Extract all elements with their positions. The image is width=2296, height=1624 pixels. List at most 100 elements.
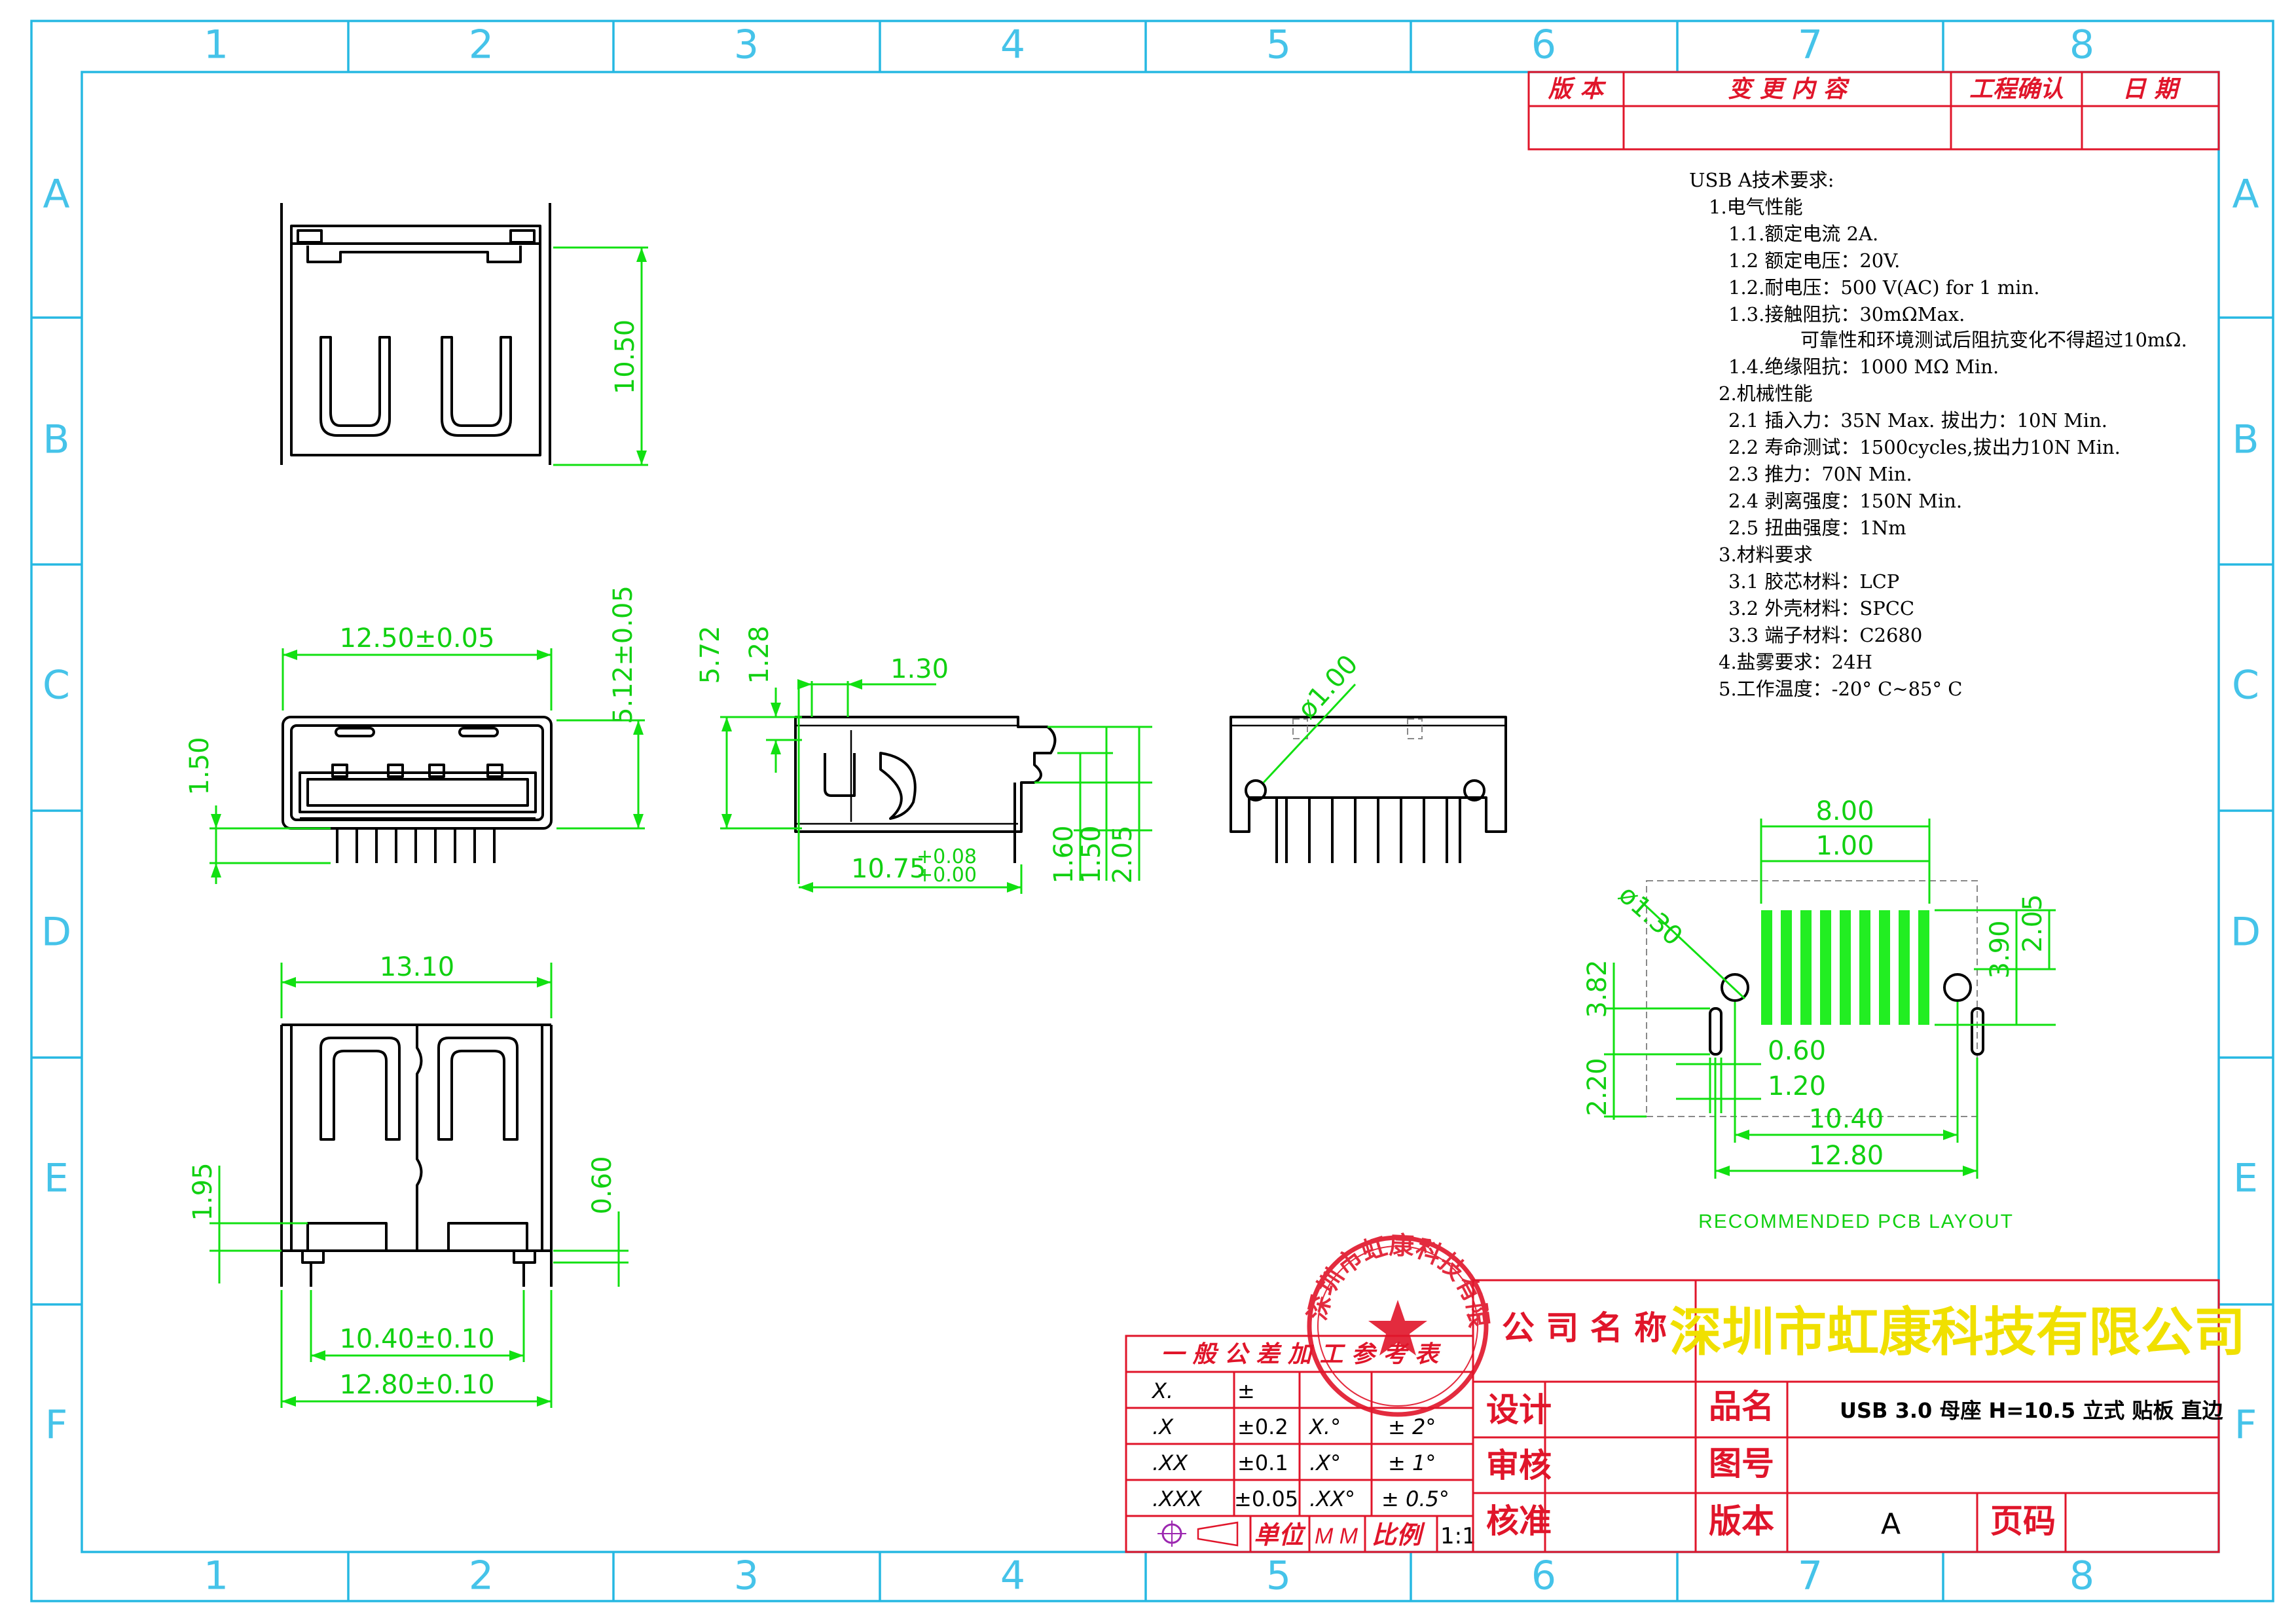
dim-front-height: 5.12±0.05	[608, 585, 638, 724]
tolerance-title: 一 般 公 差 加 工 参 考 表	[1161, 1341, 1441, 1368]
zone-row-b: B	[43, 417, 69, 463]
back-view: ø1.00	[1230, 650, 1507, 863]
side-view: 5.72 1.28 1.30 10.75 +0.08 +0.00 1.60 1.…	[695, 625, 1152, 894]
spec-line: 1.电气性能	[1709, 196, 1803, 218]
company-label: 公 司 名 称	[1502, 1309, 1667, 1347]
front-view: 12.50±0.05 5.12±0.05 1.50	[185, 585, 645, 884]
zone-col-8-bottom: 8	[2069, 1553, 2094, 1599]
spec-line: 2.1 插入力：35N Max. 拔出力：10N Min.	[1728, 409, 2107, 432]
dim-pcb-382: 3.82	[1582, 959, 1613, 1018]
spec-title: USB A技术要求:	[1689, 169, 1834, 191]
spec-line: 2.3 推力：70N Min.	[1728, 463, 1912, 485]
dim-side-128: 1.28	[744, 625, 774, 684]
projection-symbol-icon	[1157, 1521, 1239, 1547]
spec-line: 2.机械性能	[1719, 382, 1813, 405]
dim-side-130: 1.30	[890, 654, 949, 684]
company-name: 深圳市虹康科技有限公司	[1669, 1303, 2246, 1361]
zone-row-f: F	[45, 1403, 68, 1449]
dim-bottom-1040: 10.40±0.10	[339, 1324, 494, 1354]
dim-pcb-1280: 12.80	[1809, 1141, 1884, 1171]
dim-pcb-hole: ø1.30	[1613, 879, 1688, 951]
dim-pcb-120: 1.20	[1768, 1071, 1826, 1101]
pcb-hole-right	[1943, 973, 1972, 1002]
dim-side-160: 1.60	[1049, 825, 1079, 883]
top-view: 10.50	[280, 203, 648, 466]
zone-col-4-bottom: 4	[1000, 1553, 1025, 1599]
tol-row-d: ± 1°	[1388, 1450, 1436, 1475]
zone-col-5-bottom: 5	[1266, 1553, 1291, 1599]
spec-line: 可靠性和环境测试后阻抗变化不得超过10mΩ.	[1800, 329, 2187, 351]
rev-header-eng-confirm: 工程确认	[1969, 76, 2064, 103]
dim-pcb-800: 8.00	[1815, 796, 1874, 826]
rev-header-version: 版 本	[1548, 76, 1607, 103]
tol-row-a: .XXX	[1152, 1486, 1203, 1511]
zone-col-2: 2	[469, 22, 494, 68]
zone-col-2-bottom: 2	[469, 1553, 494, 1599]
zone-col-6: 6	[1531, 22, 1556, 68]
dim-side-1075-tol-dn: +0.00	[917, 864, 977, 887]
revision-table: 版 本 变 更 内 容 工程确认 日 期	[1527, 71, 2220, 151]
version-label: 版本	[1709, 1502, 1774, 1540]
tol-row-b: ±	[1237, 1378, 1255, 1403]
tol-row-a: .X	[1152, 1414, 1174, 1439]
tolerance-table: 一 般 公 差 加 工 参 考 表 X. ± .X ±0.2 X.° ± 2° …	[1125, 1335, 1476, 1553]
back-hole-left	[1245, 779, 1267, 802]
product-value: USB 3.0 母座 H=10.5 立式 贴板 直边	[1840, 1398, 2223, 1423]
zone-col-4: 4	[1000, 22, 1025, 68]
zone-row-a-right: A	[2232, 172, 2259, 217]
spec-line: 1.4.绝缘阻抗：1000 MΩ Min.	[1728, 356, 1999, 378]
spec-line: 1.2.耐电压：500 V(AC) for 1 min.	[1728, 276, 2039, 299]
unit-label: 单位	[1254, 1521, 1306, 1549]
page-label: 页码	[1990, 1502, 2056, 1540]
tol-row-a: .XX	[1152, 1450, 1188, 1475]
zone-row-c: C	[43, 663, 70, 709]
tol-row-c: X.°	[1308, 1414, 1341, 1439]
dim-pcb-100: 1.00	[1815, 831, 1874, 861]
spec-line: 1.1.额定电流 2A.	[1728, 223, 1878, 245]
spec-line: 1.2 额定电压：20V.	[1728, 249, 1900, 272]
spec-line: 3.3 端子材料：C2680	[1728, 624, 1922, 646]
dim-pcb-060: 0.60	[1768, 1036, 1826, 1066]
scale-value: 1:1	[1440, 1523, 1476, 1549]
front-pins	[336, 828, 496, 863]
pcb-caption: RECOMMENDED PCB LAYOUT	[1698, 1211, 2014, 1232]
zone-row-f-right: F	[2234, 1403, 2257, 1449]
tol-row-d: ± 0.5°	[1381, 1486, 1449, 1511]
pcb-pads	[1761, 910, 1929, 1025]
drawing-label: 图号	[1709, 1445, 1774, 1483]
back-hole-right	[1463, 779, 1485, 802]
zone-col-3: 3	[734, 22, 759, 68]
review-label: 审核	[1486, 1447, 1552, 1485]
tol-row-d: ± 2°	[1388, 1414, 1436, 1439]
tol-row-b: ±0.2	[1237, 1414, 1288, 1439]
dim-side-150: 1.50	[1076, 825, 1106, 883]
dim-top-height: 10.50	[610, 320, 640, 395]
technical-requirements: USB A技术要求: 1.电气性能 1.1.额定电流 2A. 1.2 额定电压：…	[1689, 169, 2187, 700]
dim-side-1075-tol-up: +0.08	[917, 845, 977, 868]
dim-side-572: 5.72	[695, 625, 725, 684]
dim-front-width: 12.50±0.05	[339, 623, 494, 654]
dim-pcb-205: 2.05	[2018, 894, 2048, 952]
dim-pcb-220: 2.20	[1582, 1058, 1613, 1116]
dim-bottom-1280: 12.80±0.10	[339, 1370, 494, 1400]
zone-row-c-right: C	[2232, 663, 2259, 709]
bottom-view: 13.10 1.95 0.60 10.40±0.10 12.80±0.10	[188, 952, 629, 1408]
stamp-star-icon	[1368, 1300, 1427, 1356]
dim-bottom-width: 13.10	[380, 952, 455, 982]
dim-front-pin: 1.50	[185, 737, 215, 795]
unit-value: M M	[1315, 1524, 1358, 1549]
dim-pcb-1040: 10.40	[1809, 1104, 1884, 1134]
dim-bottom-060: 0.60	[587, 1156, 617, 1214]
spec-line: 3.2 外壳材料：SPCC	[1728, 597, 1914, 619]
spec-line: 2.2 寿命测试：1500cycles,拔出力10N Min.	[1728, 436, 2121, 458]
zone-row-e-right: E	[2233, 1156, 2258, 1202]
dim-side-205: 2.05	[1108, 825, 1138, 883]
zone-col-5: 5	[1266, 22, 1291, 68]
tol-row-a: X.	[1151, 1378, 1173, 1403]
spec-line: 4.盐雾要求：24H	[1719, 651, 1872, 673]
tol-row-c: .X°	[1309, 1450, 1341, 1475]
zone-col-1: 1	[204, 22, 228, 68]
spec-line: 2.5 扭曲强度：1Nm	[1728, 517, 1906, 539]
spec-line: 2.4 剥离强度：150N Min.	[1728, 490, 1962, 512]
